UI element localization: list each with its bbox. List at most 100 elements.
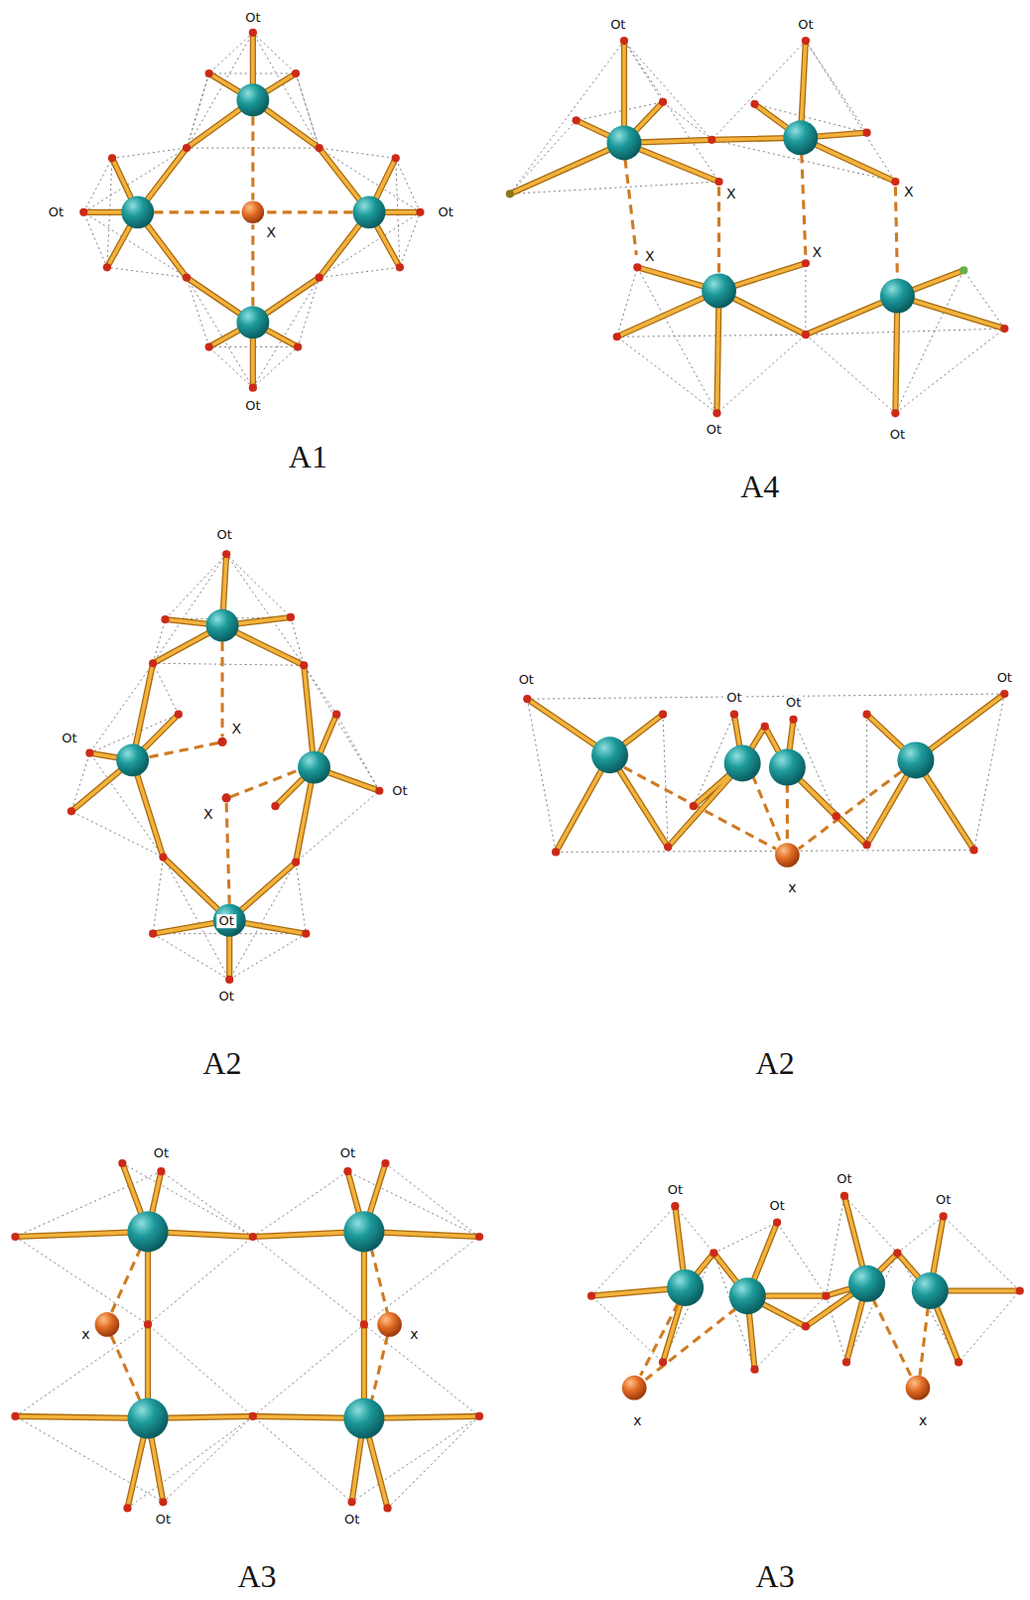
oxygen-atom bbox=[205, 342, 214, 351]
oxygen-atom bbox=[761, 722, 770, 731]
oxygen-atom bbox=[10, 1412, 19, 1420]
site-label: X bbox=[643, 249, 657, 264]
atom-label: Ot bbox=[46, 205, 66, 220]
polyhedron-edge bbox=[14, 1162, 480, 1508]
atom-label: Ot bbox=[151, 1146, 171, 1160]
oxygen-atom bbox=[620, 36, 629, 45]
bond bbox=[526, 693, 1005, 852]
oxygen-atom bbox=[205, 69, 214, 78]
contact-line bbox=[625, 153, 898, 279]
cluster-a1 bbox=[79, 28, 424, 392]
oxygen-atom bbox=[103, 262, 112, 271]
cluster-a4 bbox=[506, 36, 1010, 417]
metal-atoms bbox=[116, 609, 331, 937]
metal-atom bbox=[848, 1265, 886, 1302]
oxygen-atom bbox=[143, 1319, 152, 1328]
atom-label: Ot bbox=[724, 690, 744, 705]
oxygen-atom bbox=[1016, 1286, 1025, 1294]
oxygen-atom bbox=[225, 975, 234, 984]
metal-atom bbox=[666, 1269, 704, 1306]
oxygen-atom bbox=[891, 408, 900, 417]
bond bbox=[510, 40, 1005, 413]
oxygen-atom bbox=[891, 177, 900, 186]
oxygen-atom bbox=[85, 749, 94, 758]
metal-atom bbox=[606, 125, 642, 160]
metal-atom bbox=[236, 83, 269, 117]
metal-atom bbox=[897, 741, 934, 778]
panel-label: A3 bbox=[235, 1560, 278, 1595]
site-label: X bbox=[264, 225, 279, 241]
metal-atoms bbox=[591, 736, 934, 785]
bond bbox=[510, 40, 1005, 413]
atom-label: Ot bbox=[767, 1198, 786, 1213]
metal-atom bbox=[729, 1277, 767, 1314]
site-label: x bbox=[407, 1325, 420, 1341]
oxygen-atom bbox=[156, 1166, 165, 1175]
metal-atom bbox=[297, 751, 331, 784]
metal-atom bbox=[701, 273, 737, 309]
oxygen-atom bbox=[862, 840, 871, 849]
oxygen-atom bbox=[270, 801, 279, 810]
atom-label: Ot bbox=[243, 398, 262, 413]
oxygen-atom bbox=[158, 852, 167, 861]
oxygen-atoms bbox=[587, 1191, 1025, 1374]
metal-atom bbox=[127, 1210, 168, 1252]
oxygen-atoms bbox=[522, 689, 1009, 857]
metal-atoms bbox=[606, 120, 914, 313]
oxygen-atom bbox=[893, 1248, 902, 1257]
oxygen-atom bbox=[343, 1166, 352, 1175]
oxygen-atom bbox=[293, 342, 302, 351]
oxygen-atoms bbox=[10, 1158, 484, 1513]
oxygen-atom bbox=[395, 262, 404, 271]
metal-atom bbox=[343, 1397, 385, 1438]
site-label: x bbox=[916, 1413, 929, 1428]
metal-atom bbox=[236, 305, 269, 339]
oxygen-atom bbox=[391, 153, 400, 162]
oxygen-atom bbox=[862, 128, 871, 137]
oxygen-atom bbox=[315, 143, 324, 152]
atom-label: Ot bbox=[243, 10, 262, 25]
site-label: X bbox=[201, 806, 216, 822]
oxygen-atom bbox=[750, 1365, 759, 1374]
oxygen-atom bbox=[299, 660, 308, 669]
metal-atom bbox=[116, 743, 149, 776]
panel-label: A2 bbox=[754, 1047, 797, 1082]
atom-label: Ot bbox=[608, 17, 628, 32]
metal-atom bbox=[769, 749, 806, 786]
atom-label: Ot bbox=[665, 1182, 685, 1197]
site-label: X bbox=[809, 245, 824, 260]
oxygen-atom bbox=[249, 1232, 258, 1241]
oxygen-atom bbox=[383, 1503, 391, 1512]
atom-label: Ot bbox=[59, 731, 79, 746]
oxygen-atom bbox=[954, 1357, 963, 1366]
oxygen-atom bbox=[670, 1201, 679, 1210]
atom-label: Ot bbox=[435, 205, 455, 220]
atom-label: Ot bbox=[888, 427, 907, 442]
oxygen-atom bbox=[801, 258, 810, 267]
oxygen-atom bbox=[658, 1357, 667, 1366]
oxygen-atom bbox=[658, 710, 667, 719]
metal-atom bbox=[353, 195, 387, 229]
atom-label: Ot bbox=[933, 1192, 953, 1207]
oxygen-atom bbox=[842, 1357, 851, 1366]
oxygen-atom bbox=[160, 615, 169, 624]
atom-label: Ot bbox=[834, 1172, 854, 1187]
oxygen-atom bbox=[709, 1248, 718, 1257]
contact-line bbox=[148, 642, 298, 904]
x-atom bbox=[222, 792, 232, 802]
oxygen-atom bbox=[862, 710, 871, 719]
oxygen-atom bbox=[118, 1158, 127, 1167]
oxygen-atom bbox=[572, 116, 581, 125]
oxygen-atom bbox=[347, 1497, 356, 1506]
bond bbox=[526, 693, 1005, 852]
metal-atom bbox=[213, 903, 247, 937]
oxygen-atom bbox=[123, 1503, 131, 1512]
oxygen-atom bbox=[475, 1412, 484, 1420]
oxygen-atom bbox=[249, 1412, 258, 1420]
oxygen-atom bbox=[148, 658, 157, 667]
oxygen-atom bbox=[707, 135, 716, 144]
polyhedron-edge bbox=[83, 32, 420, 388]
oxygen-atom bbox=[79, 208, 88, 217]
bond bbox=[71, 553, 380, 980]
atom-label: Ot bbox=[217, 990, 237, 1005]
